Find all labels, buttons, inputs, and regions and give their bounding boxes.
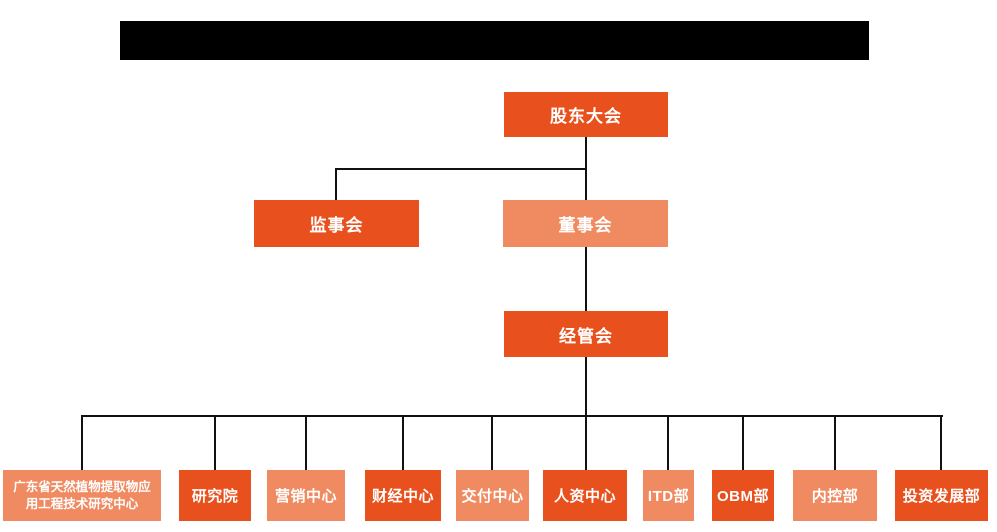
connector-drop	[402, 415, 404, 471]
org-node-shareholders-meeting: 股东大会	[504, 92, 668, 137]
connector-drop	[81, 415, 83, 471]
org-node-label: 投资发展部	[902, 488, 981, 505]
connector-drop	[585, 415, 587, 471]
connector-drop	[305, 415, 307, 471]
org-node-research-engineering-center: 广东省天然植物提取物应用工程技术研究中心	[3, 470, 161, 521]
org-node-itd-department: ITD部	[643, 470, 694, 521]
org-node-label: 经管会	[559, 326, 613, 346]
org-node-delivery-center: 交付中心	[456, 470, 529, 521]
org-node-label: OBM部	[717, 488, 769, 505]
org-node-management-committee: 经管会	[504, 311, 668, 357]
org-node-label: 人资中心	[553, 488, 616, 505]
org-node-research-institute: 研究院	[179, 470, 251, 521]
org-node-label: 研究院	[191, 488, 239, 505]
org-node-hr-center: 人资中心	[543, 470, 627, 521]
redacted-title-bar	[120, 21, 869, 60]
org-node-finance-center: 财经中心	[365, 470, 441, 521]
connector-drop	[214, 415, 216, 471]
org-node-label: 股东大会	[550, 107, 622, 126]
connector-drop	[940, 415, 942, 471]
connector-drop	[742, 415, 744, 471]
connector-branch-horizontal	[335, 168, 587, 170]
org-node-marketing-center: 营销中心	[267, 470, 345, 521]
connector-department-bus	[81, 415, 943, 417]
org-node-label: ITD部	[647, 488, 690, 505]
org-node-board-of-directors: 董事会	[503, 200, 668, 247]
connector-drop	[834, 415, 836, 471]
org-node-label: 内控部	[811, 488, 859, 505]
connector-drop	[667, 415, 669, 471]
connector-supervisory-drop	[335, 168, 337, 200]
org-node-label: 广东省天然植物提取物应用工程技术研究中心	[13, 479, 151, 511]
org-node-obm-department: OBM部	[712, 470, 774, 521]
org-node-supervisory-board: 监事会	[254, 200, 419, 247]
connector-drop	[491, 415, 493, 471]
org-node-internal-control-department: 内控部	[793, 470, 877, 521]
org-node-label: 交付中心	[461, 488, 524, 505]
connector-board-to-management	[585, 246, 587, 312]
org-node-label: 董事会	[558, 216, 613, 235]
org-node-label: 监事会	[309, 216, 364, 235]
connector-management-to-bus	[585, 356, 587, 416]
org-node-label: 营销中心	[274, 488, 337, 505]
org-node-label: 财经中心	[371, 488, 434, 505]
org-node-investment-development-department: 投资发展部	[895, 470, 988, 521]
